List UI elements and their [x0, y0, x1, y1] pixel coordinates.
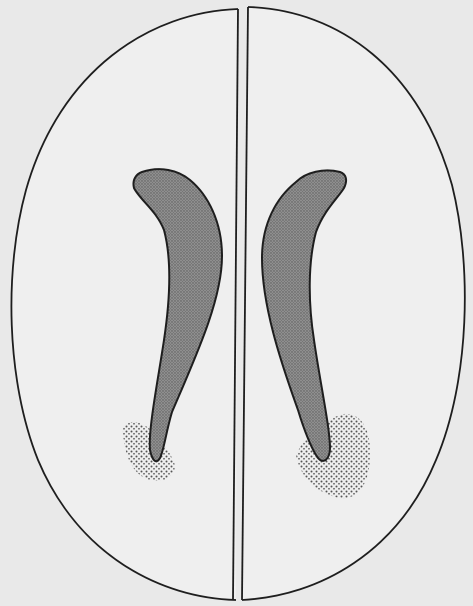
brain-axial-diagram [0, 0, 473, 606]
